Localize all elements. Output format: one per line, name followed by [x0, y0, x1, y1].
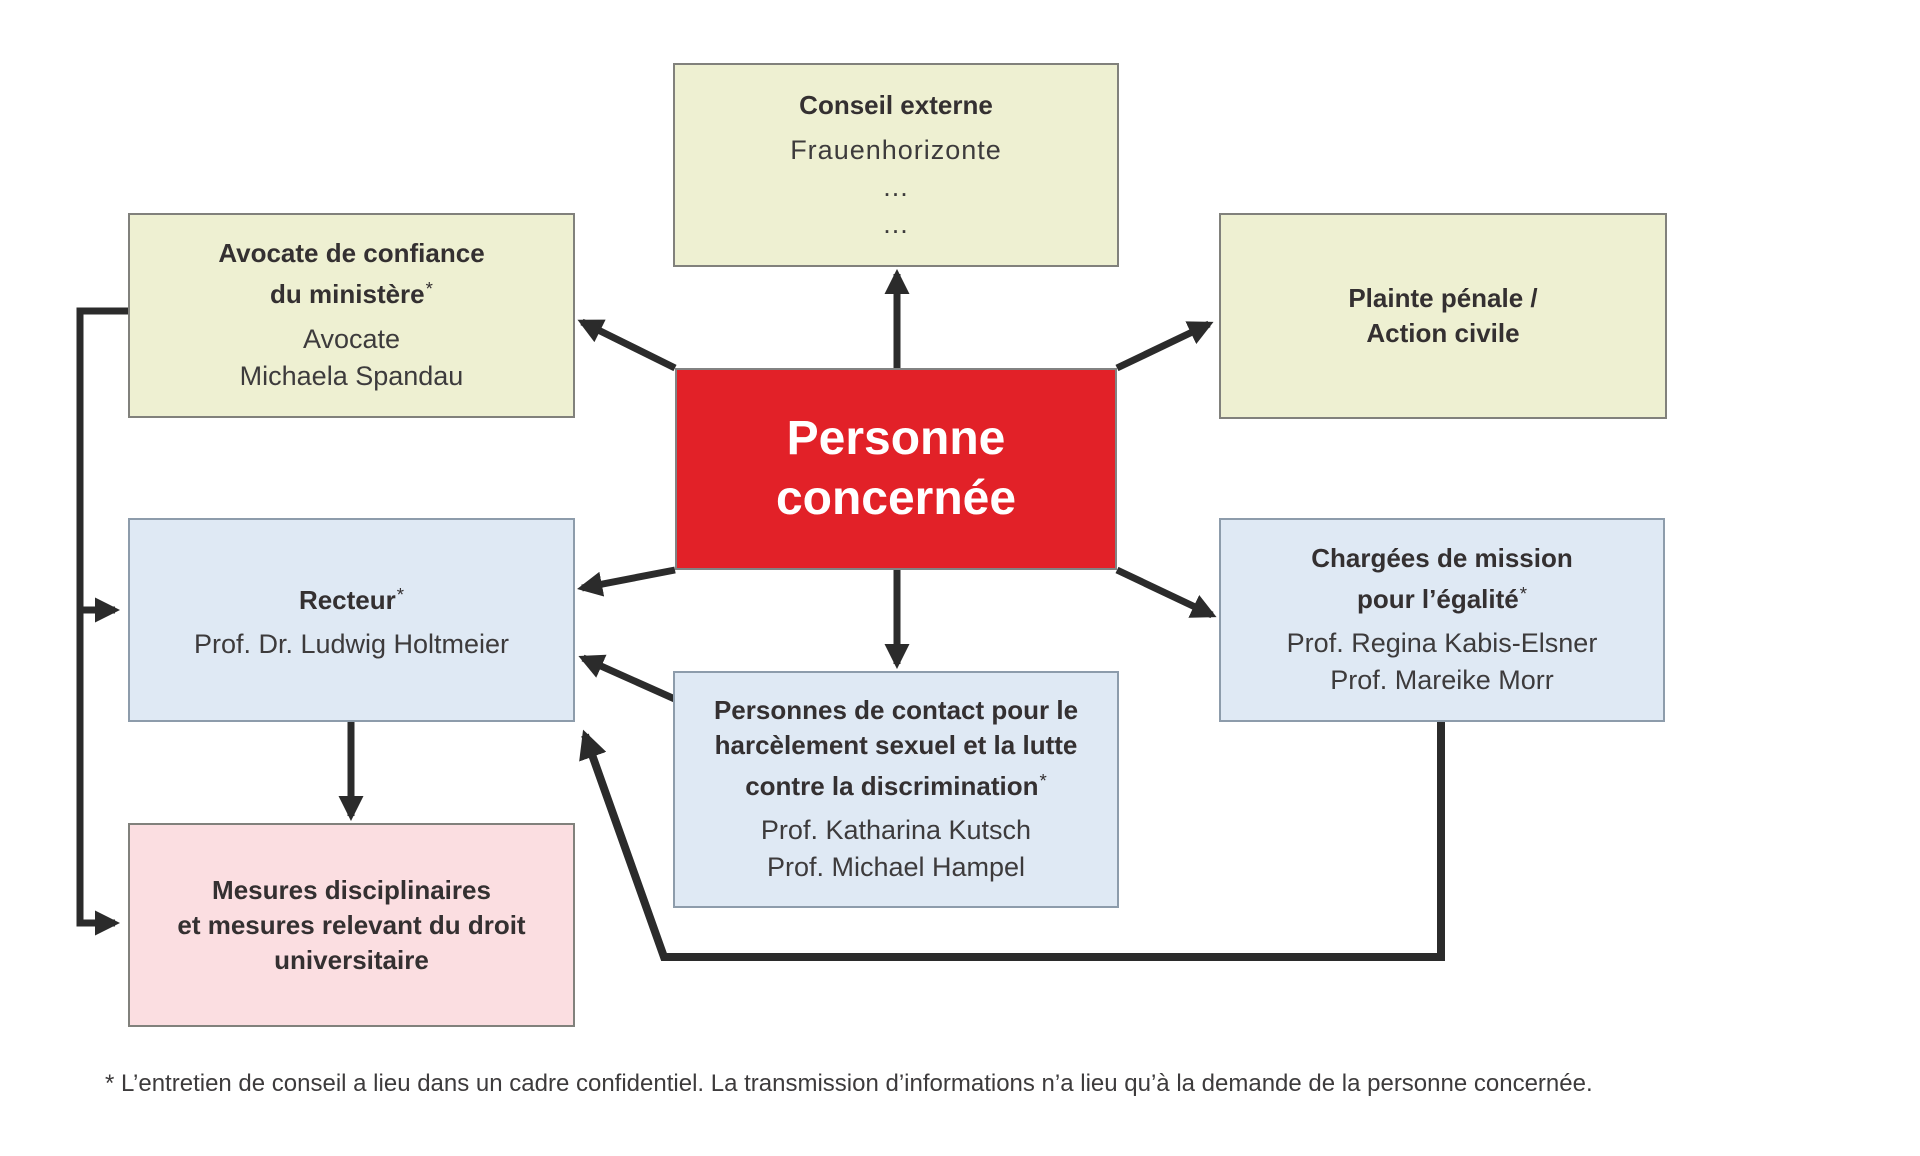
- body-line: ...: [883, 171, 909, 202]
- chargees-mission-body: Prof. Regina Kabis-Elsner Prof. Mareike …: [1287, 625, 1598, 699]
- footnote-asterisk: *: [425, 278, 433, 300]
- title-line: Plainte pénale /: [1348, 283, 1538, 313]
- title-line: Action civile: [1366, 318, 1520, 348]
- plainte-penale-title: Plainte pénale / Action civile: [1348, 281, 1537, 351]
- plainte-penale-box: Plainte pénale / Action civile: [1219, 213, 1667, 419]
- chargees-mission-box: Chargées de mission pour l’égalité* Prof…: [1219, 518, 1665, 722]
- title-line: du ministère: [270, 278, 425, 309]
- personnes-contact-box: Personnes de contact pour le harcèlement…: [673, 671, 1119, 908]
- conseil-externe-body: Frauenhorizonte ... ...: [790, 132, 1002, 243]
- footnote-asterisk: *: [1039, 769, 1047, 791]
- personne-concernee-title: Personne concernée: [776, 409, 1016, 529]
- title-line: Recteur: [298, 584, 396, 615]
- footnote-asterisk: *: [396, 583, 405, 605]
- arrow-personne-to-avocate: [577, 318, 677, 372]
- title-line: Conseil externe: [799, 89, 993, 120]
- title-line: Mesures disciplinaires: [212, 874, 491, 905]
- body-line: Prof. Dr. Ludwig Holtmeier: [193, 629, 510, 660]
- recteur-body: Prof. Dr. Ludwig Holtmeier: [194, 626, 509, 663]
- arrow-contact-to-recteur: [578, 654, 679, 704]
- body-line: ...: [883, 208, 909, 239]
- arrow-personne-to-chargees: [1115, 566, 1217, 619]
- title-line: concernée: [775, 472, 1017, 525]
- body-line: Michaela Spandau: [239, 360, 464, 391]
- mesures-disciplinaires-title: Mesures disciplinaires et mesures releva…: [177, 873, 525, 978]
- arrow-personne-to-recteur: [577, 566, 676, 597]
- title-line: Chargées de mission: [1311, 542, 1573, 573]
- title-line: harcèlement sexuel et la lutte: [714, 729, 1078, 760]
- title-line: Personne: [786, 412, 1006, 465]
- recteur-title: Recteur*: [299, 577, 404, 618]
- avocate-confiance-box: Avocate de confiance du ministère* Avoca…: [128, 213, 575, 418]
- arrow-personne-to-plainte: [1115, 320, 1214, 372]
- title-line: et mesures relevant du droit: [177, 909, 526, 940]
- title-line: Personnes de contact pour le: [713, 694, 1079, 725]
- avocate-confiance-title: Avocate de confiance du ministère*: [218, 236, 484, 312]
- avocate-confiance-body: Avocate Michaela Spandau: [240, 321, 464, 395]
- rail-avocate-to-mesures: [76, 307, 128, 936]
- body-line: Frauenhorizonte: [790, 134, 1002, 165]
- body-line: Avocate: [302, 323, 401, 354]
- personnes-contact-title: Personnes de contact pour le harcèlement…: [714, 693, 1078, 804]
- footnote-asterisk: *: [1519, 582, 1528, 604]
- body-line: Prof. Regina Kabis-Elsner: [1286, 628, 1598, 659]
- chargees-mission-title: Chargées de mission pour l’égalité*: [1311, 541, 1573, 617]
- body-line: Prof. Michael Hampel: [766, 852, 1026, 883]
- conseil-externe-title: Conseil externe: [799, 88, 993, 123]
- body-line: Prof. Katharina Kutsch: [760, 815, 1032, 846]
- title-line: universitaire: [274, 944, 429, 975]
- personne-concernee-box: Personne concernée: [675, 368, 1117, 570]
- title-line: pour l’égalité: [1356, 583, 1519, 614]
- body-line: Prof. Mareike Morr: [1330, 665, 1554, 696]
- mesures-disciplinaires-box: Mesures disciplinaires et mesures releva…: [128, 823, 575, 1027]
- recteur-box: Recteur* Prof. Dr. Ludwig Holtmeier: [128, 518, 575, 722]
- personnes-contact-body: Prof. Katharina Kutsch Prof. Michael Ham…: [761, 812, 1031, 886]
- title-line: contre la discrimination: [745, 770, 1039, 801]
- conseil-externe-box: Conseil externe Frauenhorizonte ... ...: [673, 63, 1119, 267]
- confidentiality-footnote: * L’entretien de conseil a lieu dans un …: [105, 1070, 1593, 1097]
- title-line: Avocate de confiance: [218, 238, 485, 269]
